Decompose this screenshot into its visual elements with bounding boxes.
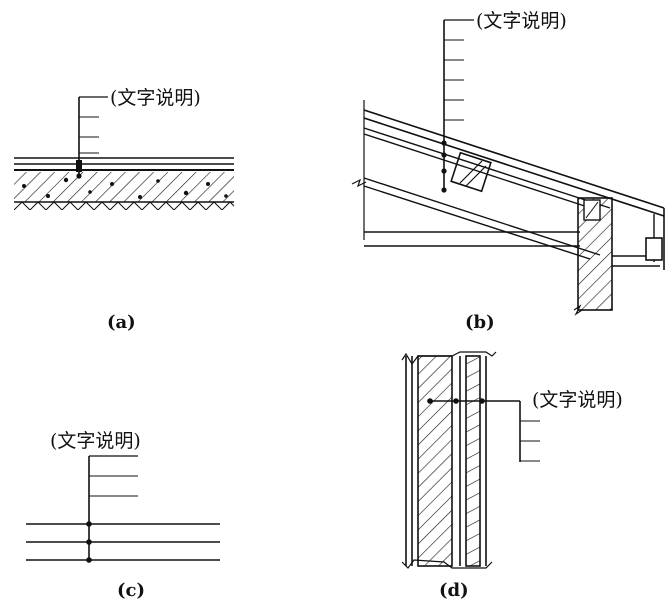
panel-d-note: (文字说明)	[532, 389, 623, 411]
panel-b-caption: (b)	[465, 312, 495, 333]
panel-b-leader	[441, 19, 474, 193]
panel-d-leader	[427, 398, 540, 462]
panel-b-wall	[573, 197, 613, 316]
panel-d-caption: (d)	[439, 580, 469, 601]
panel-b-purlin	[450, 151, 492, 193]
panel-b: (文字说明)	[351, 10, 665, 316]
panel-a-aggregate-dots	[22, 177, 228, 199]
panel-a-caption: (a)	[107, 312, 136, 333]
panel-d: (文字说明)	[401, 351, 623, 569]
panel-a-leader	[76, 96, 108, 179]
panel-b-roof	[351, 100, 665, 270]
panel-b-eaves	[612, 237, 663, 267]
panel-a-note: (文字说明)	[110, 87, 201, 109]
panel-b-note: (文字说明)	[476, 10, 567, 32]
panel-c-layers	[26, 523, 220, 561]
panel-c: (文字说明)	[26, 430, 220, 563]
panel-a-floor-layers	[14, 157, 234, 210]
panel-d-wall	[401, 351, 497, 569]
panel-c-leader	[86, 455, 138, 563]
panel-c-note: (文字说明)	[50, 430, 141, 452]
panel-c-caption: (c)	[117, 580, 145, 601]
panel-a: (文字说明)	[14, 87, 234, 210]
